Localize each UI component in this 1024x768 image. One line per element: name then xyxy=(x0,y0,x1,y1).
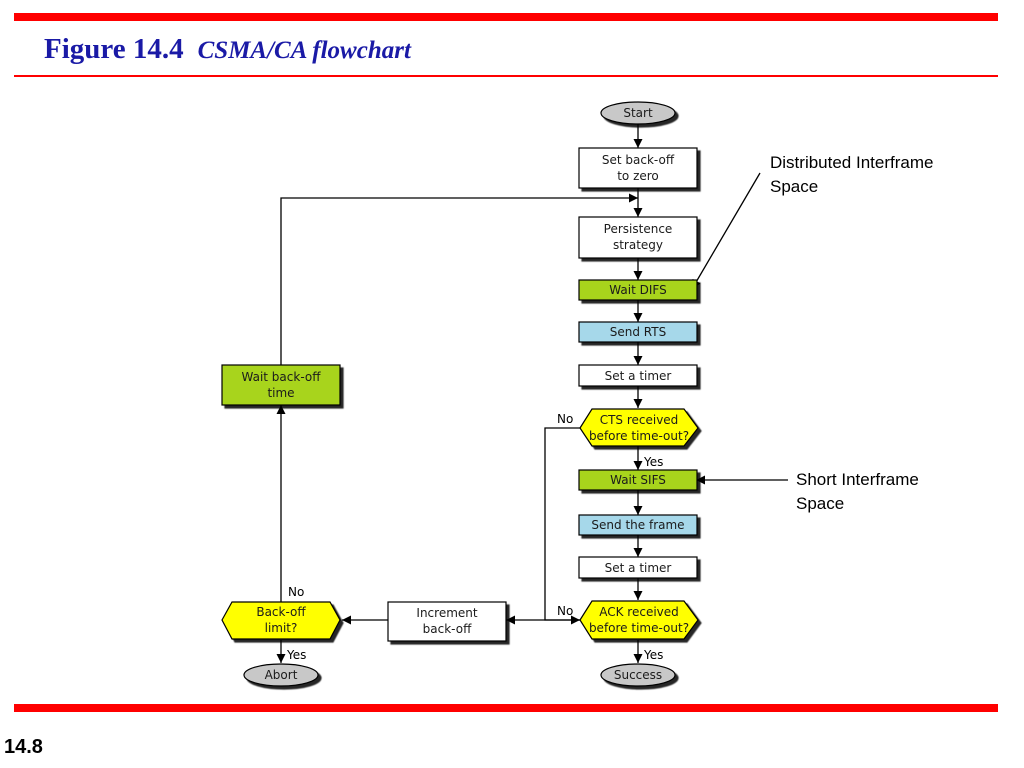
set-timer-2-node: Set a timer xyxy=(578,556,698,579)
increment-label-2: back-off xyxy=(423,622,472,636)
difs-annotation-line-2: Space xyxy=(770,177,818,196)
difs-pointer xyxy=(691,172,761,290)
persistence-node: Persistence strategy xyxy=(578,216,698,259)
cts-label-2: before time-out? xyxy=(589,429,689,443)
title-underline xyxy=(14,75,998,77)
slide-title: Figure 14.4 CSMA/CA flowchart xyxy=(44,33,411,66)
limit-yes-label: Yes xyxy=(286,648,306,662)
slide-number: 14.8 xyxy=(4,736,43,758)
difs-annotation-line-1: Distributed Interframe xyxy=(770,153,933,172)
cts-decision-node: CTS received before time-out? xyxy=(579,408,699,447)
edge-waitbackoff-loop xyxy=(280,193,638,365)
top-rule xyxy=(14,13,998,21)
send-rts-label: Send RTS xyxy=(610,325,666,339)
send-rts-node: Send RTS xyxy=(578,321,698,343)
figure-number: Figure 14.4 xyxy=(44,33,184,65)
ack-no-label: No xyxy=(557,604,573,618)
wait-sifs-label: Wait SIFS xyxy=(610,473,666,487)
set-timer-1-node: Set a timer xyxy=(578,364,698,387)
send-frame-label: Send the frame xyxy=(591,518,684,532)
backoff-limit-decision-node: Back-off limit? xyxy=(221,601,341,640)
backoff-limit-label-2: limit? xyxy=(265,621,298,635)
limit-no-label: No xyxy=(288,585,304,599)
sifs-annotation-line-1: Short Interframe xyxy=(796,470,919,489)
wait-backoff-label-2: time xyxy=(267,386,294,400)
set-timer-1-label: Set a timer xyxy=(605,369,672,383)
wait-difs-label: Wait DIFS xyxy=(609,283,666,297)
wait-difs-node: Wait DIFS xyxy=(578,279,698,301)
sifs-annotation-line-2: Space xyxy=(796,494,844,513)
set-backoff-label-2: to zero xyxy=(617,169,659,183)
wait-sifs-node: Wait SIFS xyxy=(578,469,698,491)
edge-cts-no xyxy=(544,427,580,625)
abort-node: Abort xyxy=(243,663,319,687)
cts-no-label: No xyxy=(557,412,573,426)
connectors xyxy=(276,124,788,663)
figure-caption: CSMA/CA flowchart xyxy=(197,37,411,64)
persistence-label-2: strategy xyxy=(613,238,663,252)
ack-yes-label: Yes xyxy=(643,648,663,662)
increment-label-1: Increment xyxy=(416,606,477,620)
bottom-rule xyxy=(14,704,998,712)
ack-label-1: ACK received xyxy=(599,605,679,619)
cts-yes-label: Yes xyxy=(643,455,663,469)
success-node: Success xyxy=(600,663,676,687)
start-node: Start xyxy=(600,101,676,125)
cts-label-1: CTS received xyxy=(600,413,679,427)
wait-backoff-label-1: Wait back-off xyxy=(242,370,322,384)
set-timer-2-label: Set a timer xyxy=(605,561,672,575)
wait-backoff-time-node: Wait back-off time xyxy=(221,364,341,406)
set-backoff-label-1: Set back-off xyxy=(602,153,675,167)
increment-backoff-node: Increment back-off xyxy=(387,601,507,642)
success-label: Success xyxy=(614,668,662,682)
set-backoff-node: Set back-off to zero xyxy=(578,147,698,189)
backoff-limit-label-1: Back-off xyxy=(256,605,306,619)
persistence-label-1: Persistence xyxy=(604,222,673,236)
start-label: Start xyxy=(623,106,653,120)
ack-label-2: before time-out? xyxy=(589,621,689,635)
abort-label: Abort xyxy=(265,668,298,682)
ack-decision-node: ACK received before time-out? xyxy=(579,600,699,640)
send-frame-node: Send the frame xyxy=(578,514,698,536)
